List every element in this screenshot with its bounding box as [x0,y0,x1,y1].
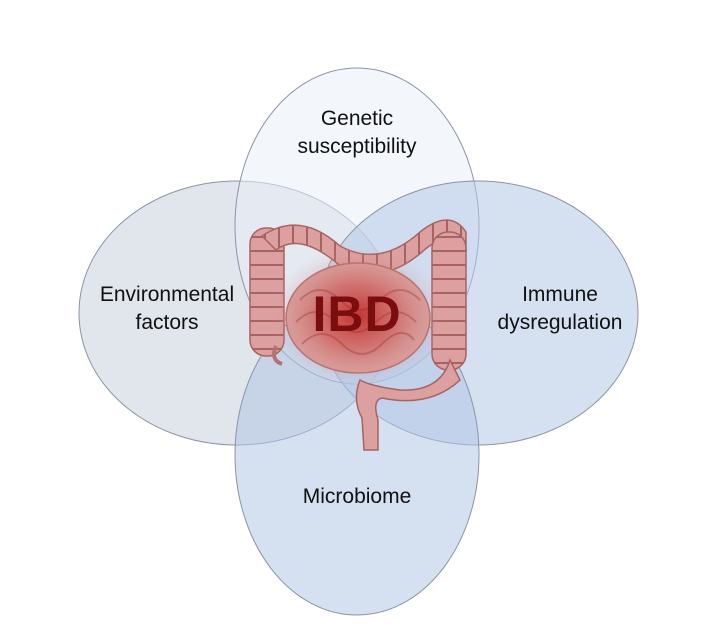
ibd-title: IBD [257,286,457,342]
genetic-susceptibility-label: Genetic susceptibility [257,105,457,161]
environmental-label-line-2: factors [72,309,262,337]
environmental-factors-label: Environmental factors [72,281,262,337]
immune-dysregulation-label: Immune dysregulation [460,281,660,337]
genetic-label-line-2: susceptibility [257,133,457,161]
genetic-label-line-1: Genetic [257,105,457,133]
microbiome-label: Microbiome [257,483,457,511]
environmental-label-line-1: Environmental [72,281,262,309]
immune-label-line-1: Immune [460,281,660,309]
immune-label-line-2: dysregulation [460,309,660,337]
microbiome-label-line-1: Microbiome [257,483,457,511]
